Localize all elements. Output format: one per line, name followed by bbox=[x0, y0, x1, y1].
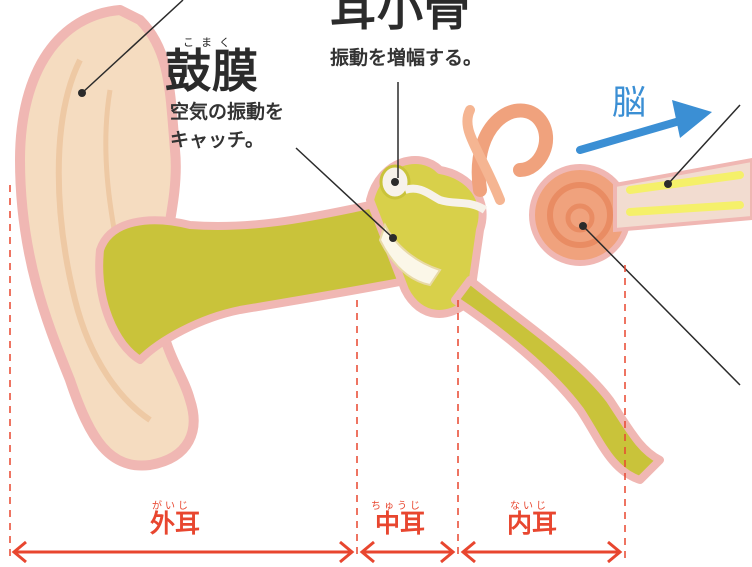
ossicles-title: 耳小骨 bbox=[330, 0, 471, 32]
middle-ear-label: 中耳 bbox=[375, 511, 425, 536]
brain-arrow-head bbox=[672, 100, 712, 138]
brain-label: 脳 bbox=[612, 75, 646, 124]
outer-ear-label: 外耳 bbox=[150, 511, 200, 536]
ossicles-desc: 振動を増幅する。 bbox=[330, 44, 482, 72]
ossicle-dot bbox=[391, 178, 399, 186]
arrow-middle-ear bbox=[362, 542, 453, 562]
eustachian-tube bbox=[455, 280, 660, 480]
eardrum-title: 鼓膜 bbox=[165, 48, 259, 94]
leader-cochlea bbox=[583, 226, 740, 385]
inner-ear-label: 内耳 bbox=[507, 511, 557, 536]
arrow-outer-ear bbox=[14, 542, 352, 562]
auditory-nerve bbox=[615, 160, 752, 230]
eardrum-pointer-dot bbox=[389, 234, 397, 242]
eardrum-desc-line2: キャッチ。 bbox=[170, 126, 264, 154]
arrow-inner-ear bbox=[463, 542, 620, 562]
eardrum-desc-line1: 空気の振動を bbox=[170, 98, 284, 126]
ear-canal bbox=[99, 205, 410, 360]
auricle-pointer-dot bbox=[78, 89, 86, 97]
